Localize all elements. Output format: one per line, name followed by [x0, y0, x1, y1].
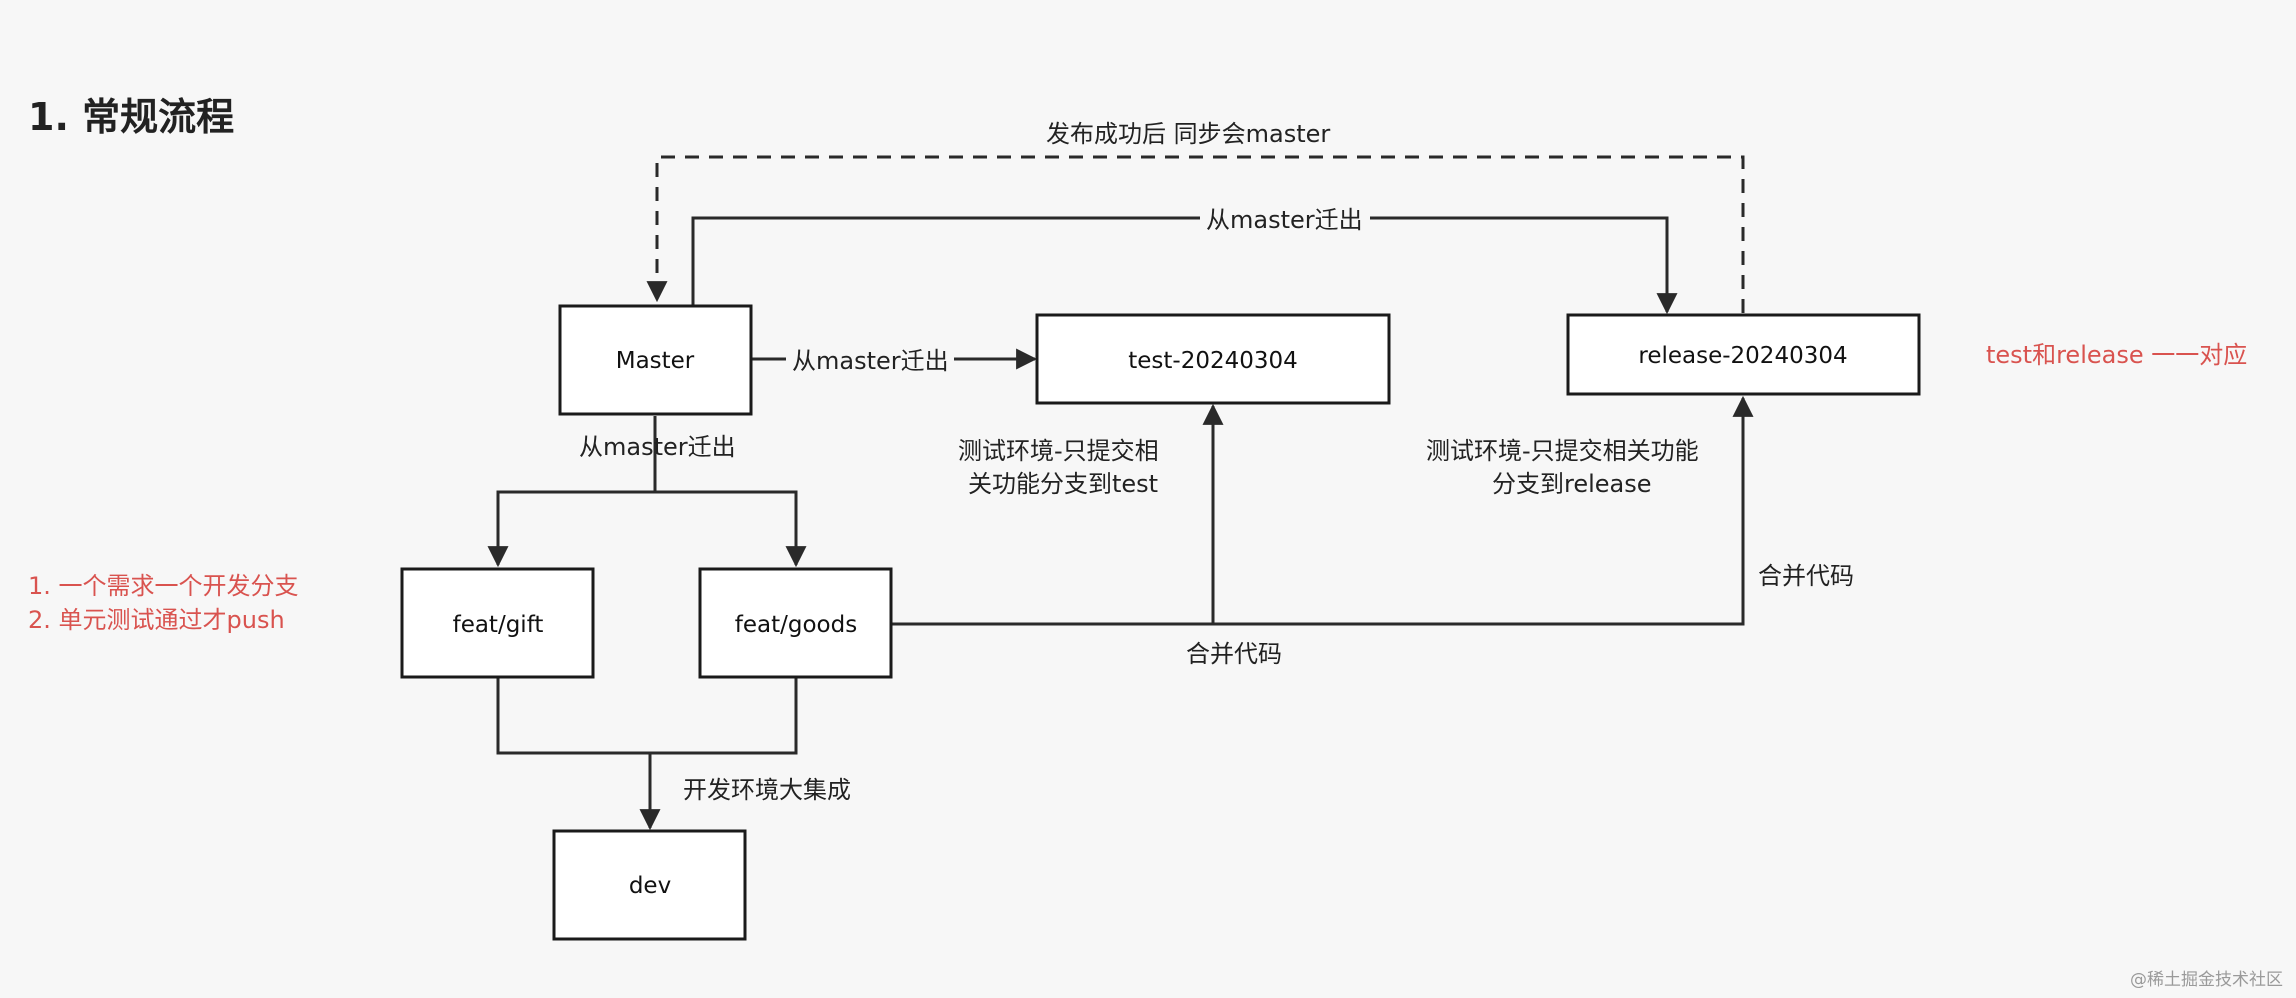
node-dev: dev	[552, 829, 747, 941]
edge-merge-to-release	[892, 395, 1754, 626]
edge-label-sync-master: 发布成功后 同步会master	[1046, 120, 1330, 148]
node-release-label: release-20240304	[1638, 343, 1847, 369]
node-test-label: test-20240304	[1128, 348, 1298, 374]
watermark: @稀土掘金技术社区	[2130, 970, 2283, 990]
release-note-line2: 分支到release	[1492, 470, 1652, 498]
page-title: 1. 常规流程	[28, 95, 234, 139]
edge-label-master-to-feat: 从master迁出	[579, 433, 736, 461]
release-note-line1: 测试环境-只提交相关功能	[1426, 437, 1699, 465]
edge-master-to-release	[691, 216, 1678, 315]
note-mapping: test和release 一一对应	[1986, 341, 2247, 369]
test-note-line1: 测试环境-只提交相	[958, 437, 1159, 465]
note-rule-2: 2. 单元测试通过才push	[28, 606, 285, 634]
node-master-label: Master	[616, 348, 695, 374]
edge-label-merge-to-test: 合并代码	[1186, 640, 1282, 668]
node-feat-goods: feat/goods	[698, 567, 893, 679]
edge-feat-join	[496, 678, 798, 755]
test-note-line2: 关功能分支到test	[968, 470, 1158, 498]
node-master: Master	[558, 304, 753, 416]
node-release: release-20240304	[1566, 313, 1921, 396]
edge-label-master-to-test: 从master迁出	[792, 347, 949, 375]
edge-label-merge-to-release: 合并代码	[1758, 562, 1854, 590]
node-dev-label: dev	[629, 873, 671, 899]
edge-label-bg	[1200, 203, 1370, 233]
edge-label-dev: 开发环境大集成	[683, 776, 851, 804]
node-feat-gift-label: feat/gift	[453, 612, 544, 638]
edge-label-bg	[786, 343, 954, 375]
node-feat-goods-label: feat/goods	[735, 612, 857, 638]
edge-label-master-to-release: 从master迁出	[1206, 206, 1363, 234]
edge-sync-master	[646, 155, 1745, 313]
node-feat-gift: feat/gift	[400, 567, 595, 679]
note-rule-1: 1. 一个需求一个开发分支	[28, 572, 299, 600]
edge-master-split	[496, 490, 798, 565]
node-test: test-20240304	[1035, 313, 1391, 405]
